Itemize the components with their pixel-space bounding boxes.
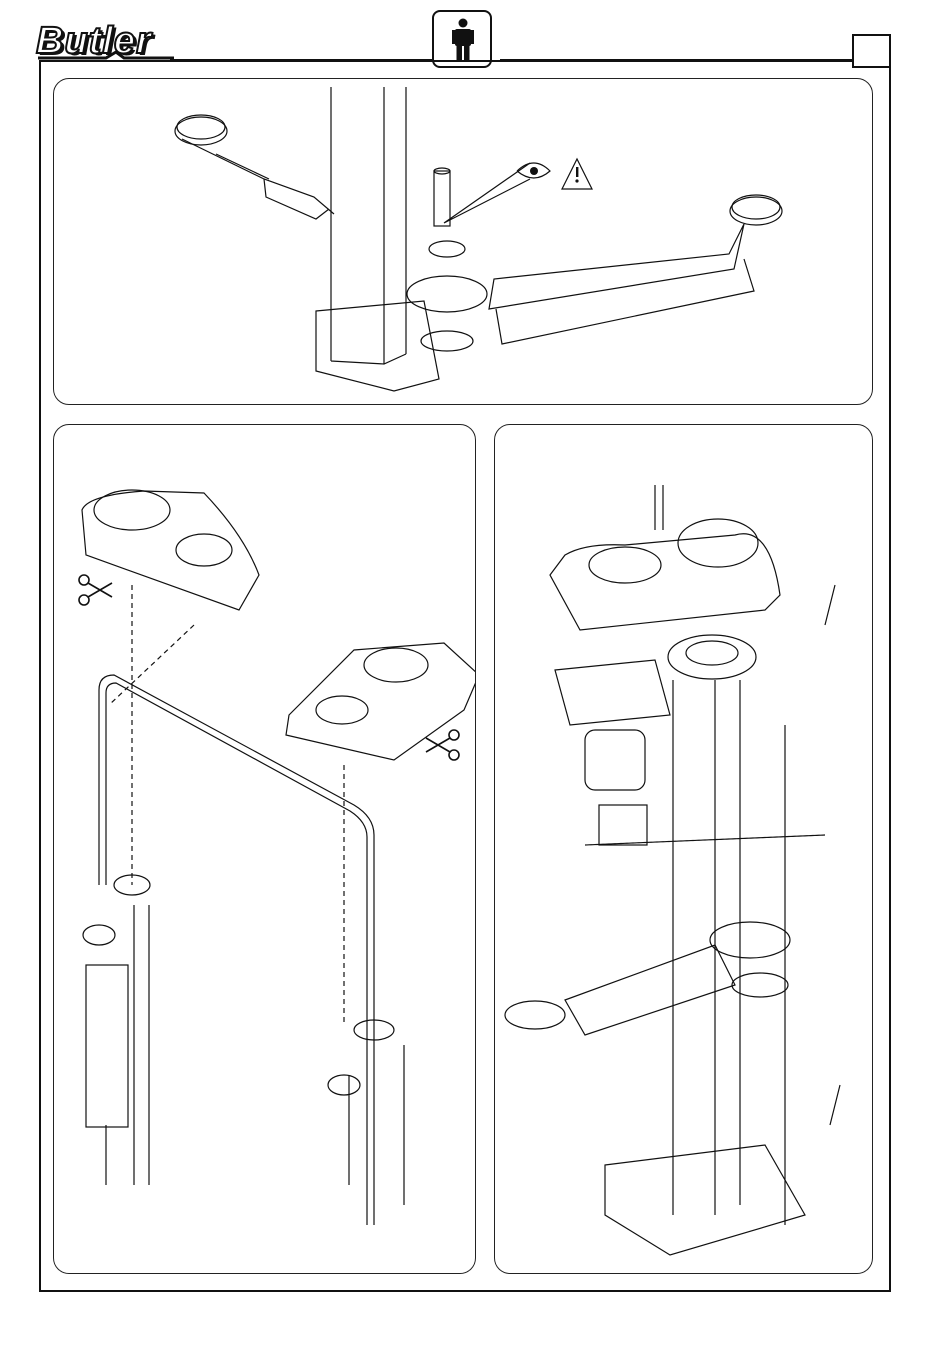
scissors-icon	[79, 575, 112, 605]
column-motor-illustration	[495, 425, 872, 1273]
panel-top	[53, 78, 873, 405]
page-number-box	[852, 34, 891, 68]
panel-bottom-right	[494, 424, 873, 1274]
panel-bottom-left	[53, 424, 476, 1274]
lift-arm-assembly-illustration	[54, 79, 872, 404]
person-icon	[451, 18, 475, 62]
cable-routing-illustration	[54, 425, 475, 1273]
